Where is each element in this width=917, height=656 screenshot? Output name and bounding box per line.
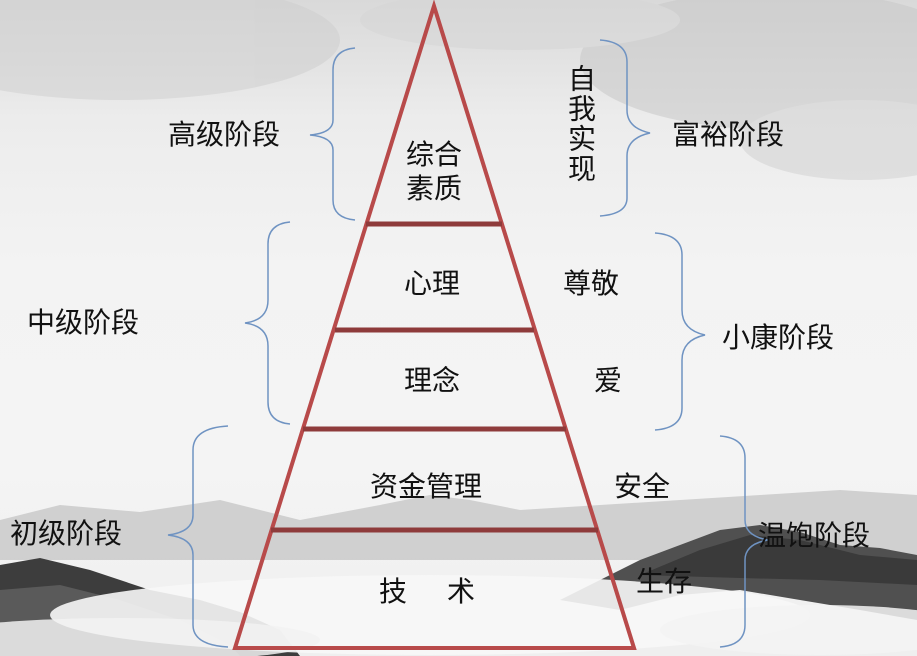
- layer5-inner: 技 术: [379, 575, 482, 608]
- layer5-outer: 生存: [636, 565, 693, 598]
- right-stage-subsistence: 温饱阶段: [758, 519, 871, 552]
- pyramid: [232, 0, 637, 650]
- brace-right-wealthy: [599, 39, 651, 217]
- brace-left-primary: [167, 425, 229, 648]
- ink-mountains: [0, 490, 917, 656]
- layer-top-inner-line1: 综合: [405, 138, 462, 171]
- left-stage-advanced: 高级阶段: [168, 118, 281, 151]
- layer-top-inner-line2: 素质: [405, 172, 462, 205]
- layer3-inner: 理念: [404, 364, 461, 397]
- right-stage-wealthy: 富裕阶段: [672, 118, 785, 151]
- layer2-outer: 尊敬: [563, 267, 620, 300]
- brace-left-advanced: [309, 47, 356, 221]
- layer-top-inner: 综合 素质: [398, 138, 470, 206]
- brace-right-comfortable: [654, 232, 706, 431]
- sky-clouds: [0, 0, 917, 180]
- brace-left-intermediate: [244, 221, 291, 425]
- braces: [167, 39, 769, 648]
- layer4-outer: 安全: [614, 470, 671, 503]
- layer4-inner: 资金管理: [370, 470, 483, 503]
- layer3-outer: 爱: [594, 364, 623, 397]
- left-stage-primary: 初级阶段: [10, 517, 123, 550]
- left-stage-intermediate: 中级阶段: [27, 306, 140, 339]
- layer-top-outer: 自我实现: [564, 64, 597, 184]
- pyramid-outline: [232, 0, 637, 650]
- layer2-inner: 心理: [404, 267, 461, 300]
- brace-right-subsistence: [719, 435, 769, 648]
- right-stage-comfortable: 小康阶段: [722, 321, 835, 354]
